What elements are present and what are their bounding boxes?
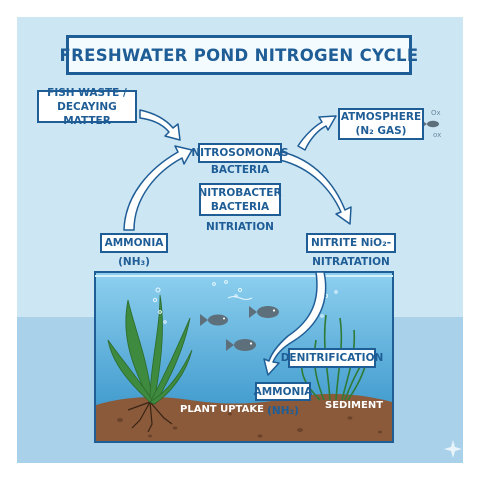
arrow-nitrosomonas-to-nitrite <box>279 151 352 225</box>
node-fish-waste-line2: DECAYING MATTER <box>57 100 117 127</box>
node-atmosphere-line2: (N₂ GAS) <box>355 125 407 137</box>
node-nitrosomonas: NITROSOMONAS <box>191 143 289 163</box>
node-nitrosomonas-sub: BACTERIA <box>210 164 270 176</box>
arrow-waste-to-nitrosomonas <box>139 109 181 141</box>
node-ammonia-left: AMMONIA <box>100 233 168 253</box>
node-atmosphere: ATMOSPHERE (N₂ GAS) <box>338 108 424 140</box>
plant-left <box>107 294 193 405</box>
fish-2 <box>249 306 279 318</box>
node-ammonia-left-label: AMMONIA <box>104 237 164 249</box>
node-fish-waste: FISH WASTE / DECAYING MATTER <box>37 87 137 127</box>
label-sediment: SEDIMENT <box>325 400 384 411</box>
atmosphere-mark-lower: ox <box>433 131 442 139</box>
label-nitratation: NITRATATION <box>312 256 390 268</box>
node-nitrobacter: NITROBACTER BACTERIA <box>198 183 282 216</box>
node-ammonia-bottom: AMMONIA <box>253 382 313 401</box>
fish-1 <box>200 314 228 326</box>
node-denitrification: DENITRIFICATION <box>281 348 383 368</box>
node-ammonia-bottom-formula: (NH₃) <box>267 405 299 417</box>
node-ammonia-left-formula: (NH₃) <box>118 256 150 268</box>
node-fish-waste-line1: FISH WASTE / <box>47 86 127 99</box>
label-plant-uptake: PLANT UPTAKE <box>180 404 264 415</box>
node-nitrite-label: NITRITE NiO₂- <box>310 237 392 249</box>
arrow-to-atmosphere <box>297 115 337 151</box>
node-nitrite: NITRITE NiO₂- <box>306 233 396 253</box>
node-nitrobacter-line2: BACTERIA <box>210 200 270 213</box>
title-banner: FRESHWATER POND NITROGEN CYCLE <box>60 35 418 75</box>
diagram-title: FRESHWATER POND NITROGEN CYCLE <box>59 45 419 65</box>
node-atmosphere-line1: ATMOSPHERE <box>340 111 422 123</box>
fish-3 <box>226 339 256 351</box>
atmosphere-mark-upper: Ox <box>431 109 441 117</box>
sparkle-icon <box>444 440 462 458</box>
arrow-ammonia-to-nitrosomonas <box>123 145 193 231</box>
node-nitrosomonas-label: NITROSOMONAS <box>191 147 289 159</box>
node-nitrobacter-line1: NITROBACTER <box>198 186 282 199</box>
node-denitrification-label: DENITRIFICATION <box>280 352 384 364</box>
cycle-arrows <box>123 109 352 376</box>
atmosphere-fish-icon <box>422 120 439 128</box>
sediment-soil <box>96 393 392 441</box>
soil-pebbles <box>117 412 382 438</box>
water-ripple <box>227 296 253 300</box>
label-nitriation: NITRIATION <box>206 221 274 233</box>
arrow-nitratation-to-ammonia <box>263 271 327 376</box>
node-ammonia-bottom-label: AMMONIA <box>253 385 313 398</box>
plant-roots <box>127 401 173 433</box>
